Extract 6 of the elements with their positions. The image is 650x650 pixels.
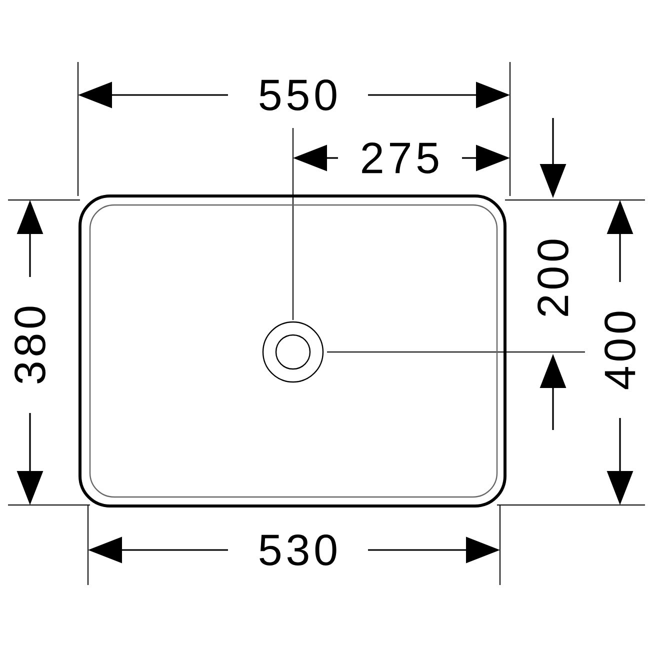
dimension-value: 380 (14, 306, 46, 384)
dimension-value: 200 (538, 240, 569, 316)
dimension-value: 530 (260, 534, 336, 566)
dimension-value: 400 (604, 312, 636, 390)
dimension-value: 275 (362, 142, 438, 174)
dimension-value: 550 (260, 79, 336, 110)
